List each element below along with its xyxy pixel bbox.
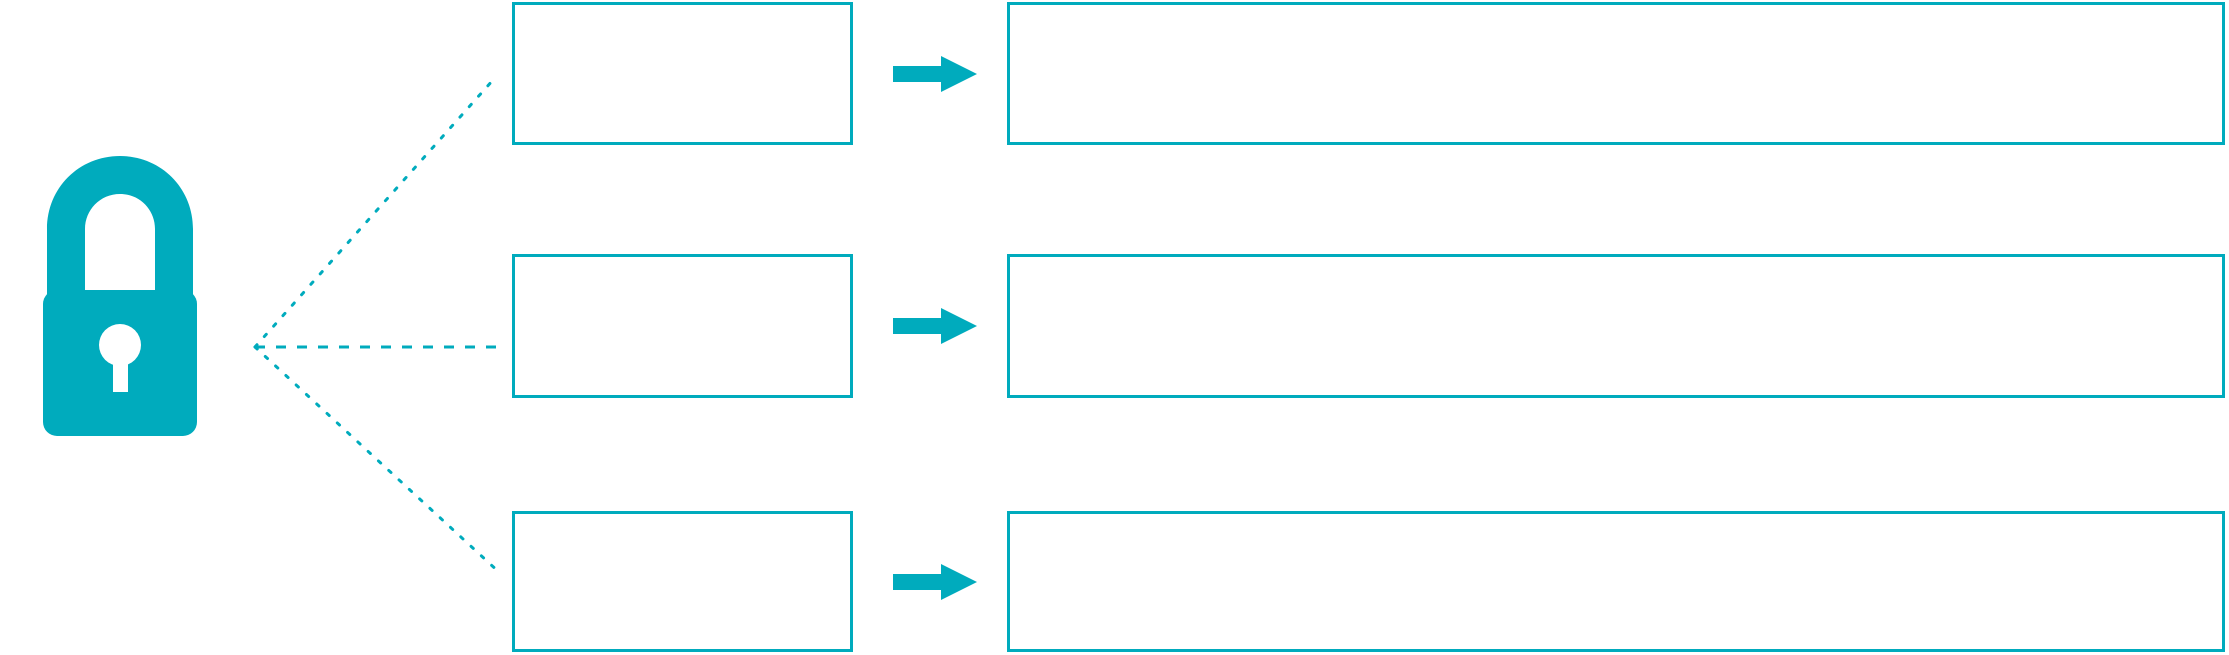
- effect-box-row-1[interactable]: [1007, 2, 2225, 145]
- effect-box-row-2[interactable]: [1007, 254, 2225, 398]
- padlock-icon: [25, 152, 215, 442]
- effect-box-row-3[interactable]: [1007, 511, 2225, 652]
- arrow-right-icon: [893, 308, 977, 344]
- diagram-row: [0, 511, 2229, 652]
- cause-box-row-1[interactable]: [512, 2, 853, 145]
- arrow-right-icon: [893, 563, 977, 600]
- arrow-right-icon: [893, 55, 977, 92]
- diagram-row: [0, 2, 2229, 145]
- diagram-row: [0, 254, 2229, 398]
- cause-box-row-3[interactable]: [512, 511, 853, 652]
- cause-box-row-2[interactable]: [512, 254, 853, 398]
